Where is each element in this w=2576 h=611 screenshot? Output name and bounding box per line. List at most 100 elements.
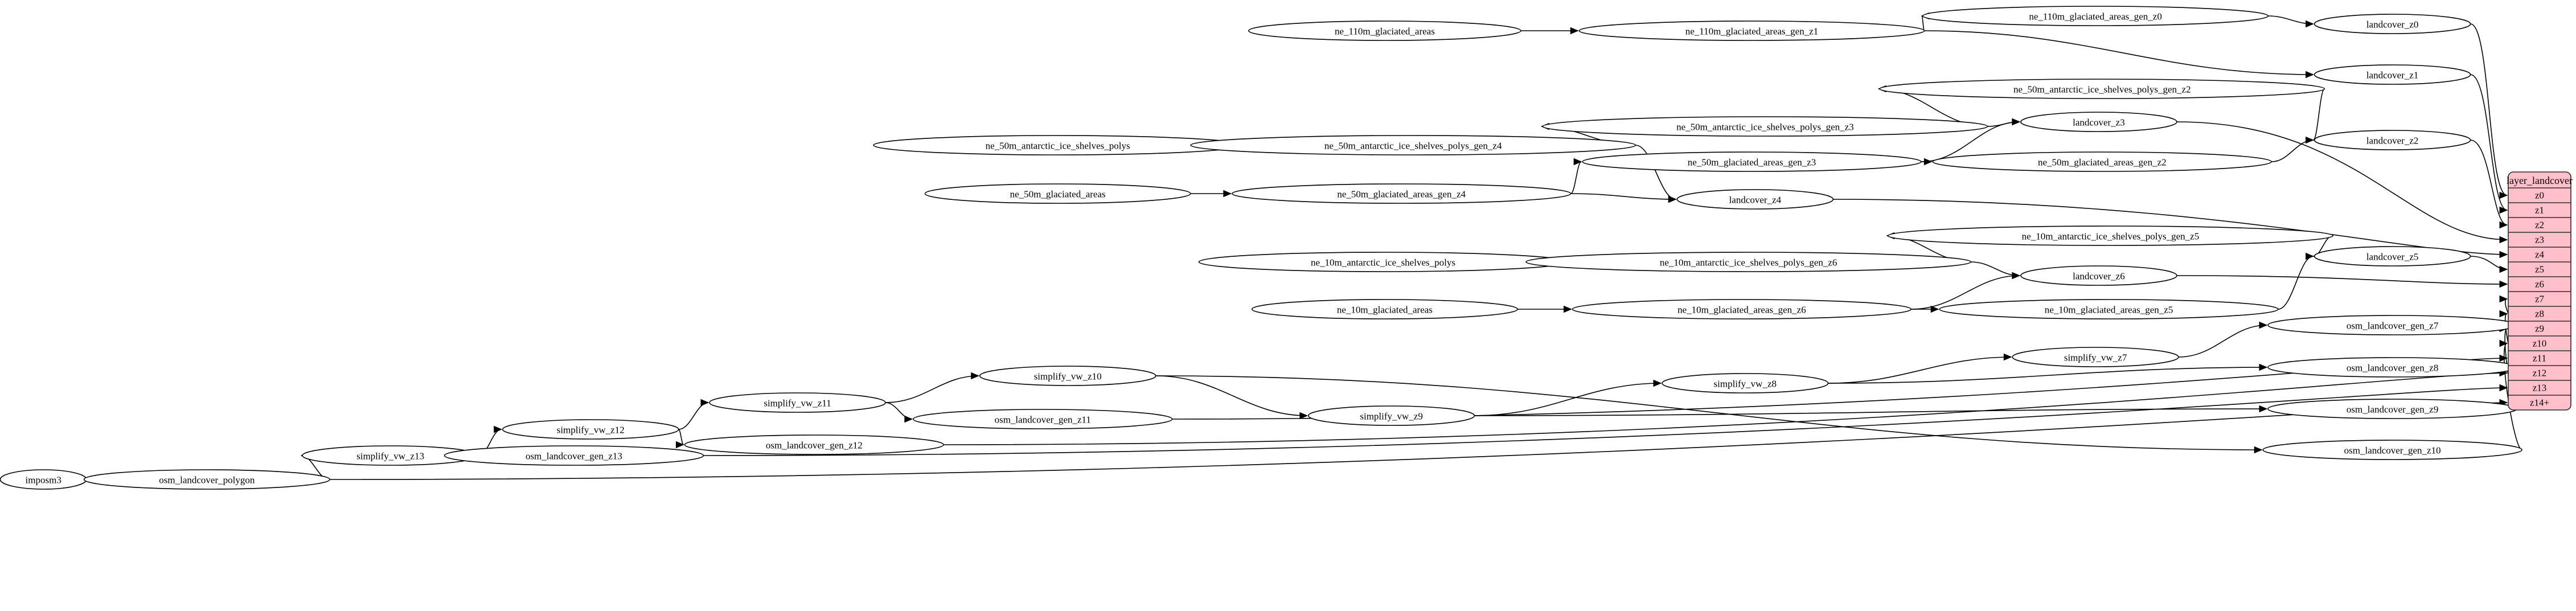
graph-node-landcover_z5[interactable]: landcover_z5 <box>2314 246 2471 266</box>
graph-node-osm_landcover_gen_z10[interactable]: osm_landcover_gen_z10 <box>2262 440 2522 460</box>
graph-node-label: simplify_vw_z12 <box>557 425 625 436</box>
graph-edge <box>1190 190 1232 198</box>
graph-node-osm_landcover_polygon[interactable]: osm_landcover_polygon <box>83 469 330 490</box>
graph-edge <box>885 372 979 403</box>
record-row-z4[interactable]: z4 <box>2535 249 2545 260</box>
graph-edge <box>1155 375 1308 420</box>
graph-node-ne_110m_glaciated_areas_gen_z0[interactable]: ne_110m_glaciated_areas_gen_z0 <box>1922 6 2269 26</box>
nodes-layer: imposm3 osm_landcover_polygon simplify_vw_… <box>0 6 2522 490</box>
graph-node-osm_landcover_gen_z9[interactable]: osm_landcover_gen_z9 <box>2267 399 2518 419</box>
graph-node-label: osm_landcover_gen_z13 <box>526 451 622 462</box>
graph-node-landcover_z2[interactable]: landcover_z2 <box>2314 130 2471 150</box>
graph-edge <box>1828 363 2268 384</box>
graph-node-label: osm_landcover_gen_z11 <box>995 415 1091 425</box>
record-row-z9[interactable]: z9 <box>2535 323 2544 334</box>
graph-node-osm_landcover_gen_z12[interactable]: osm_landcover_gen_z12 <box>684 434 945 455</box>
graph-edge <box>2271 136 2314 162</box>
graph-node-ne_50m_glaciated_areas_gen_z4[interactable]: ne_50m_glaciated_areas_gen_z4 <box>1232 183 1572 204</box>
graph-node-landcover_z0[interactable]: landcover_z0 <box>2314 14 2471 34</box>
graph-node-ne_50m_glaciated_areas_gen_z2[interactable]: ne_50m_glaciated_areas_gen_z2 <box>1932 151 2272 172</box>
graph-node-ne_10m_glaciated_areas[interactable]: ne_10m_glaciated_areas <box>1251 299 1518 319</box>
graph-edge <box>1474 379 1662 416</box>
graph-node-ne_10m_antarctic_ice_shelves_polys_gen_z5[interactable]: ne_10m_antarctic_ice_shelves_polys_gen_z… <box>1887 225 2333 246</box>
graph-node-label: ne_50m_glaciated_areas <box>1010 189 1106 200</box>
graph-node-label: landcover_z6 <box>2073 271 2125 282</box>
record-row-z2[interactable]: z2 <box>2535 220 2544 231</box>
graph-node-label: osm_landcover_gen_z12 <box>766 440 863 451</box>
graph-node-label: ne_50m_antarctic_ice_shelves_polys_gen_z… <box>1676 122 1854 133</box>
graph-node-label: simplify_vw_z7 <box>2064 352 2127 363</box>
graph-edge <box>1911 272 2021 310</box>
graph-node-label: landcover_z4 <box>1729 195 1782 206</box>
graph-node-simplify_vw_z8[interactable]: simplify_vw_z8 <box>1662 373 1829 393</box>
graph-edge <box>1924 30 2314 79</box>
graph-edge <box>885 402 913 423</box>
graph-edge <box>2470 74 2508 214</box>
graph-node-label: osm_landcover_gen_z10 <box>2344 445 2441 456</box>
graph-node-ne_10m_glaciated_areas_gen_z5[interactable]: ne_10m_glaciated_areas_gen_z5 <box>1939 299 2279 319</box>
graph-node-osm_landcover_gen_z8[interactable]: osm_landcover_gen_z8 <box>2267 357 2518 378</box>
graph-node-osm_landcover_gen_z11[interactable]: osm_landcover_gen_z11 <box>913 409 1173 429</box>
graph-edge <box>2312 88 2325 144</box>
graph-node-label: osm_landcover_polygon <box>159 475 255 486</box>
graph-node-simplify_vw_z12[interactable]: simplify_vw_z12 <box>502 419 679 440</box>
graph-node-label: simplify_vw_z11 <box>764 398 831 409</box>
graph-node-landcover_z3[interactable]: landcover_z3 <box>2020 112 2177 132</box>
graph-node-ne_50m_antarctic_ice_shelves_polys_gen_z2[interactable]: ne_50m_antarctic_ice_shelves_polys_gen_z… <box>1879 79 2325 99</box>
record-row-z10[interactable]: z10 <box>2533 338 2547 349</box>
record-row-z6[interactable]: z6 <box>2535 279 2544 290</box>
record-row-z5[interactable]: z5 <box>2535 264 2544 275</box>
graph-edge <box>2278 252 2314 310</box>
graph-node-label: landcover_z0 <box>2366 19 2419 30</box>
record-row-z13[interactable]: z13 <box>2533 383 2547 393</box>
graph-node-ne_50m_glaciated_areas[interactable]: ne_50m_glaciated_areas <box>924 183 1191 204</box>
record-row-z12[interactable]: z12 <box>2533 368 2547 379</box>
graph-node-ne_110m_glaciated_areas[interactable]: ne_110m_glaciated_areas <box>1248 20 1521 41</box>
graph-edge <box>2268 15 2314 28</box>
graph-node-simplify_vw_z10[interactable]: simplify_vw_z10 <box>979 366 1156 386</box>
record-node-layer: layer_landcoverz0z1z2z3z4z5z6z7z8z9z10z1… <box>2507 171 2573 411</box>
record-row-z3[interactable]: z3 <box>2535 235 2544 245</box>
graph-edge <box>1570 193 1677 203</box>
graph-node-label: osm_landcover_gen_z7 <box>2347 321 2439 331</box>
graph-edge <box>678 399 709 430</box>
graph-node-simplify_vw_z9[interactable]: simplify_vw_z9 <box>1308 405 1475 426</box>
graph-node-landcover_z6[interactable]: landcover_z6 <box>2020 265 2177 286</box>
graph-node-ne_50m_glaciated_areas_gen_z3[interactable]: ne_50m_glaciated_areas_gen_z3 <box>1582 151 1922 172</box>
graph-node-ne_10m_antarctic_ice_shelves_polys[interactable]: ne_10m_antarctic_ice_shelves_polys <box>1198 252 1568 272</box>
graph-node-label: simplify_vw_z10 <box>1034 371 1102 382</box>
graph-node-ne_50m_antarctic_ice_shelves_polys_gen_z3[interactable]: ne_50m_antarctic_ice_shelves_polys_gen_z… <box>1542 116 1988 137</box>
record-row-z11[interactable]: z11 <box>2533 353 2546 364</box>
graph-node-label: ne_50m_antarctic_ice_shelves_polys_gen_z… <box>1324 141 1502 151</box>
graph-node-landcover_z4[interactable]: landcover_z4 <box>1676 189 1834 210</box>
graph-node-ne_10m_antarctic_ice_shelves_polys_gen_z6[interactable]: ne_10m_antarctic_ice_shelves_polys_gen_z… <box>1525 252 1972 272</box>
graph-edge <box>1520 27 1579 35</box>
graph-node-ne_10m_glaciated_areas_gen_z6[interactable]: ne_10m_glaciated_areas_gen_z6 <box>1572 299 1912 319</box>
graph-node-simplify_vw_z7[interactable]: simplify_vw_z7 <box>2012 347 2179 367</box>
record-node-layer-landcover[interactable]: layer_landcoverz0z1z2z3z4z5z6z7z8z9z10z1… <box>2507 171 2573 411</box>
graph-edge <box>1570 158 1582 194</box>
record-row-z0[interactable]: z0 <box>2535 190 2544 201</box>
graph-node-landcover_z1[interactable]: landcover_z1 <box>2314 64 2471 85</box>
graph-node-label: ne_10m_antarctic_ice_shelves_polys_gen_z… <box>2022 231 2200 242</box>
graph-node-label: ne_10m_glaciated_areas_gen_z6 <box>1677 305 1806 315</box>
graph-node-simplify_vw_z11[interactable]: simplify_vw_z11 <box>709 392 886 413</box>
graph-node-ne_50m_antarctic_ice_shelves_polys_gen_z4[interactable]: ne_50m_antarctic_ice_shelves_polys_gen_z… <box>1190 135 1636 155</box>
record-row-z7[interactable]: z7 <box>2535 294 2545 305</box>
graph-node-label: simplify_vw_z13 <box>356 451 424 462</box>
graph-node-osm_landcover_gen_z7[interactable]: osm_landcover_gen_z7 <box>2267 315 2518 335</box>
graph-edge <box>2176 121 2508 244</box>
record-row-z8[interactable]: z8 <box>2535 309 2544 319</box>
graph-edge <box>1517 305 1572 313</box>
graph-node-label: ne_50m_glaciated_areas_gen_z2 <box>2038 157 2167 168</box>
graph-node-label: ne_50m_antarctic_ice_shelves_polys_gen_z… <box>2013 84 2191 95</box>
graph-node-imposm3[interactable]: imposm3 <box>0 469 87 490</box>
record-row-z1[interactable]: z1 <box>2535 205 2544 216</box>
graph-node-ne_110m_glaciated_areas_gen_z1[interactable]: ne_110m_glaciated_areas_gen_z1 <box>1578 20 1925 41</box>
record-row-z14[interactable]: z14+ <box>2530 397 2549 408</box>
graph-node-ne_50m_antarctic_ice_shelves_polys[interactable]: ne_50m_antarctic_ice_shelves_polys <box>873 135 1243 155</box>
graph-node-osm_landcover_gen_z13[interactable]: osm_landcover_gen_z13 <box>444 445 704 466</box>
graph-node-simplify_vw_z13[interactable]: simplify_vw_z13 <box>302 445 479 466</box>
